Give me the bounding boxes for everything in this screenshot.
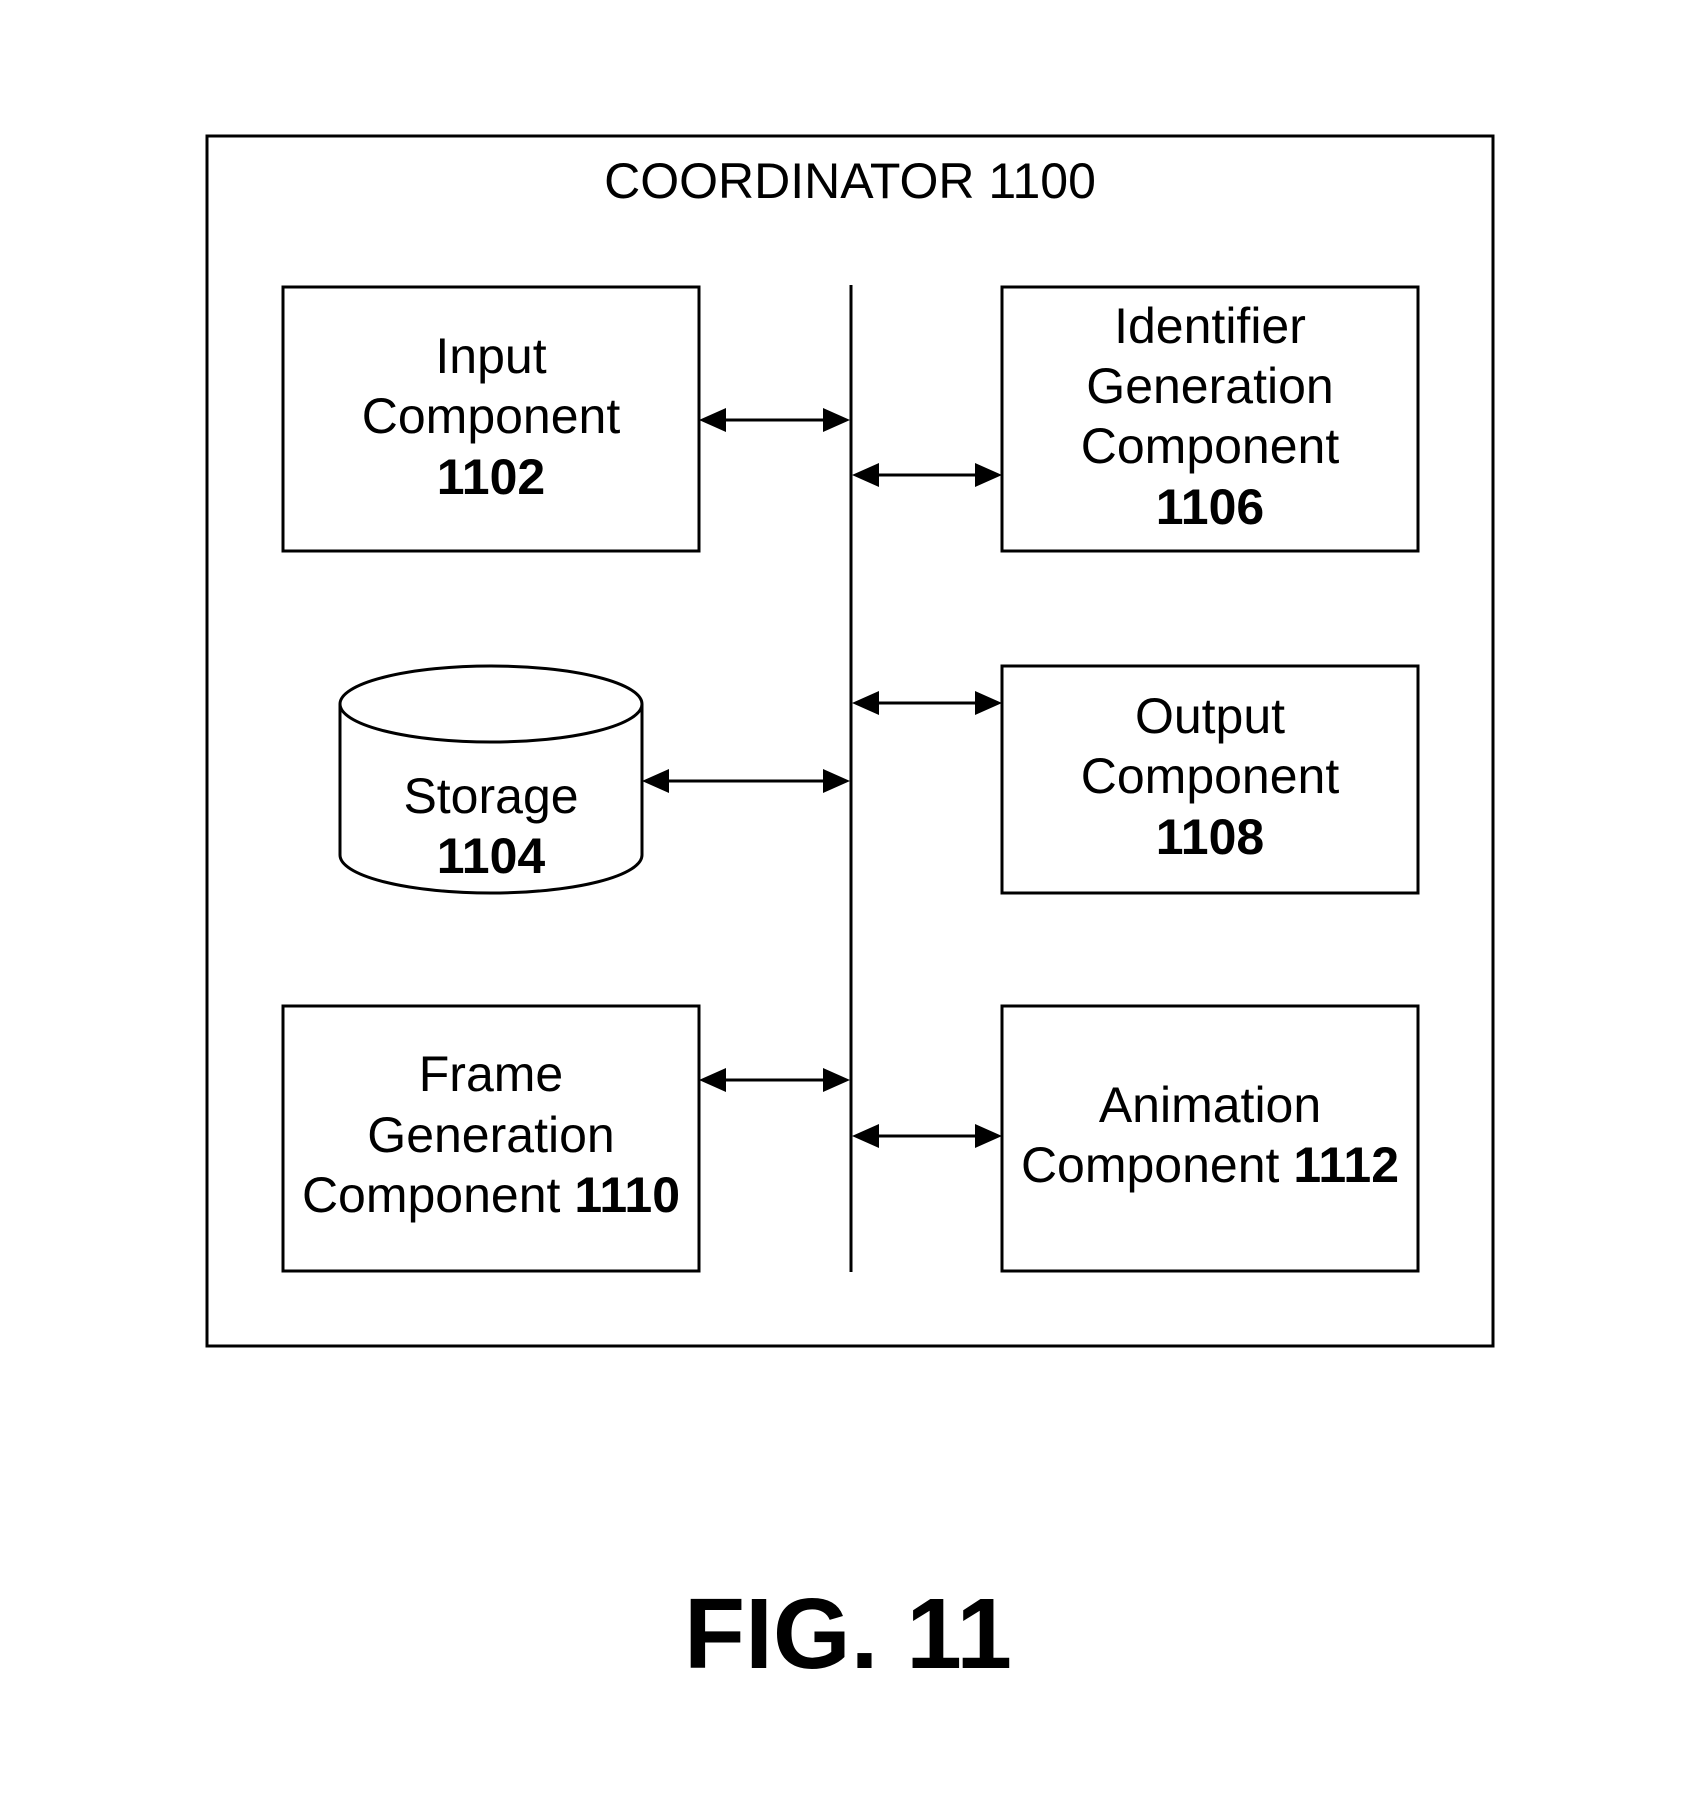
input-component: Input Component 1102 bbox=[283, 287, 699, 551]
frame-component-number: 1110 bbox=[574, 1167, 680, 1223]
storage-number: 1104 bbox=[437, 828, 546, 884]
output-component-number: 1108 bbox=[1156, 809, 1264, 865]
frame-component-label-2: Generation bbox=[367, 1107, 614, 1163]
frame-component-label-3-text: Component bbox=[302, 1167, 574, 1223]
storage-label: Storage bbox=[403, 768, 578, 824]
identifier-generation-component: Identifier Generation Component 1106 bbox=[1002, 287, 1418, 551]
identifier-component-label-2: Generation bbox=[1086, 358, 1333, 414]
output-component-label-2: Component bbox=[1081, 748, 1340, 804]
input-component-label-1: Input bbox=[435, 328, 546, 384]
input-component-number: 1102 bbox=[437, 449, 545, 505]
coordinator-title: COORDINATOR 1100 bbox=[604, 153, 1096, 209]
storage-cylinder-top bbox=[340, 666, 642, 742]
animation-component-label-2-text: Component bbox=[1021, 1137, 1293, 1193]
figure-label: FIG. 11 bbox=[684, 1578, 1012, 1690]
identifier-component-label-3: Component bbox=[1081, 418, 1340, 474]
animation-component: Animation Component 1112 bbox=[1002, 1006, 1418, 1271]
frame-generation-component: Frame Generation Component 1110 bbox=[283, 1006, 699, 1271]
animation-component-label-1: Animation bbox=[1099, 1077, 1321, 1133]
frame-component-label-1: Frame bbox=[419, 1046, 563, 1102]
identifier-component-label-1: Identifier bbox=[1114, 298, 1306, 354]
output-component: Output Component 1108 bbox=[1002, 666, 1418, 893]
identifier-component-number: 1106 bbox=[1156, 479, 1264, 535]
animation-component-label-2: Component 1112 bbox=[1021, 1137, 1399, 1193]
input-component-label-2: Component bbox=[362, 388, 621, 444]
frame-component-label-3: Component 1110 bbox=[302, 1167, 680, 1223]
output-component-label-1: Output bbox=[1135, 688, 1285, 744]
animation-component-number: 1112 bbox=[1293, 1137, 1399, 1193]
storage-component: Storage 1104 bbox=[340, 666, 642, 893]
